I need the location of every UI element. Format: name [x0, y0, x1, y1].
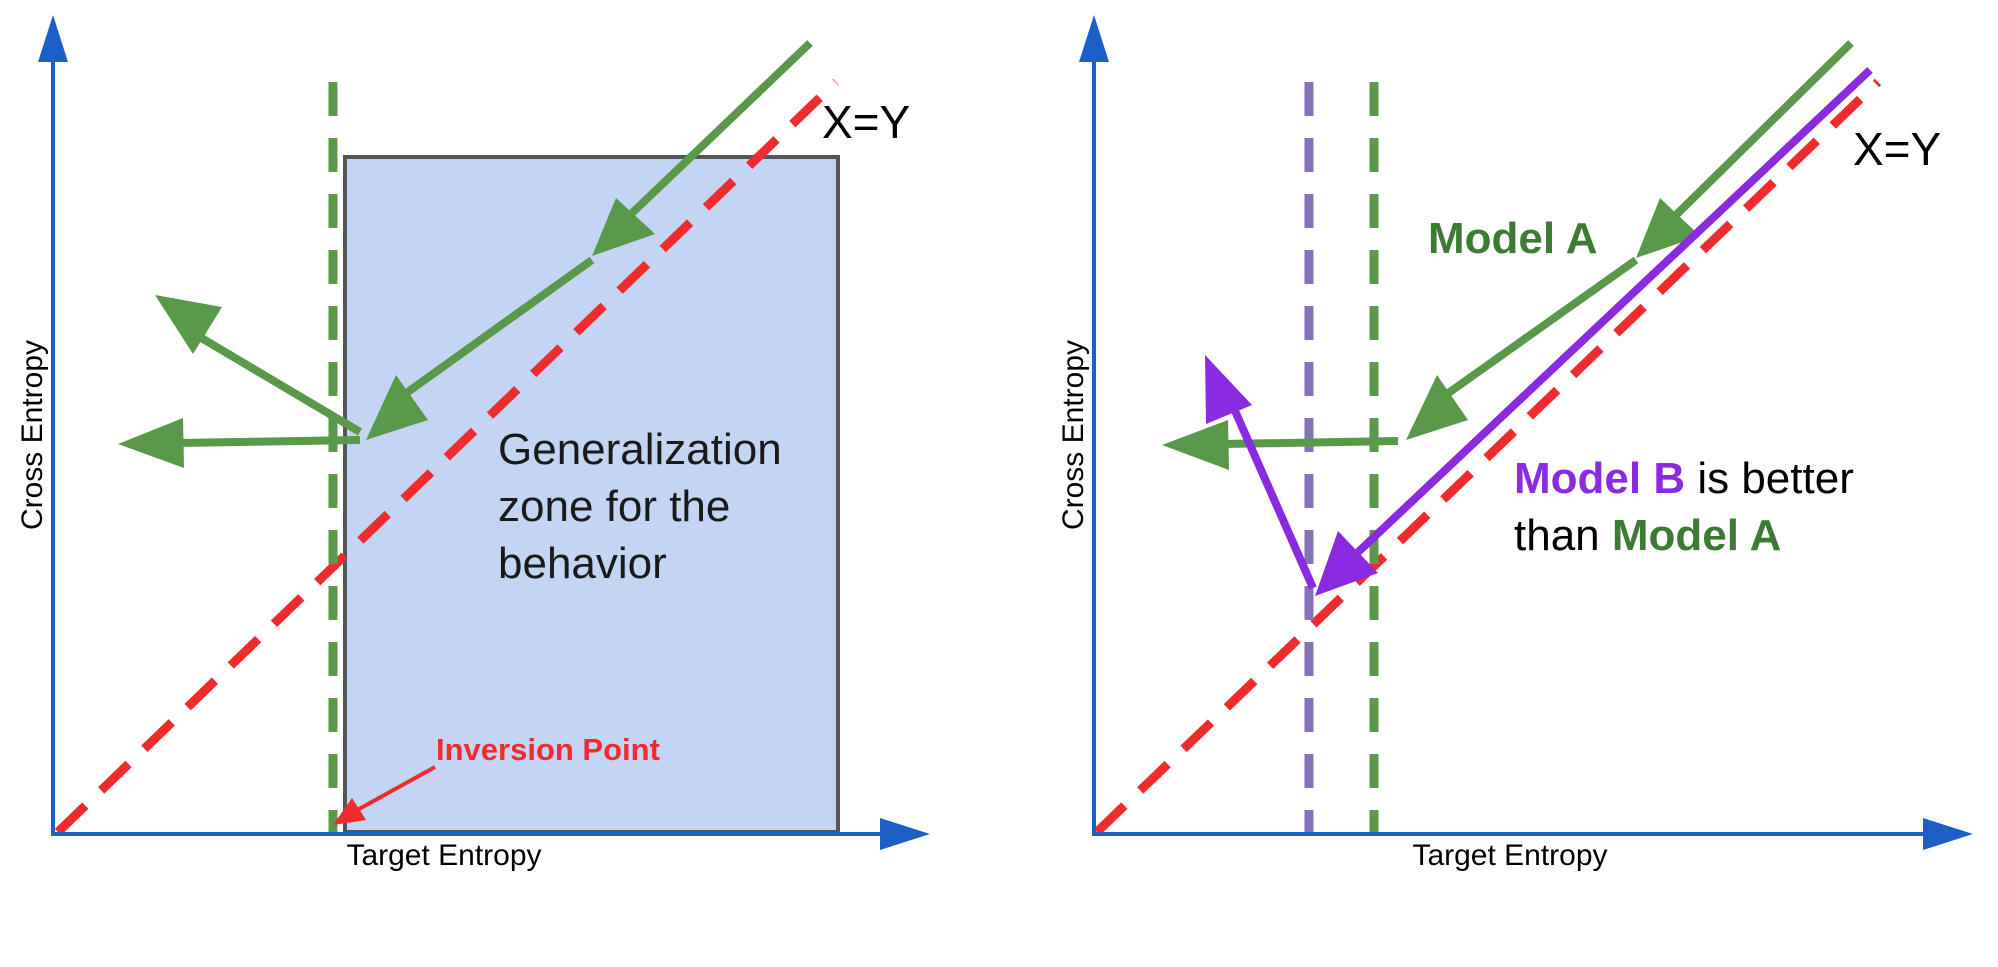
right-green-arrow-2-shaft: [1444, 256, 1639, 398]
right-diagonal-label: X=Y: [1853, 123, 1941, 175]
left-diagonal-line: [54, 78, 840, 836]
inversion-point-label: Inversion Point: [436, 732, 660, 767]
right-green-arrow-3-head: [1162, 420, 1229, 470]
left-x-axis-label: Target Entropy: [346, 839, 541, 872]
right-panel: Cross Entropy Target Entropy X=Y Model A…: [1057, 15, 1973, 872]
right-green-arrow-1-head: [1636, 198, 1700, 258]
left-y-axis-label: Cross Entropy: [16, 340, 49, 530]
right-purple-arrow-1-shaft: [1352, 67, 1873, 558]
comparison-line-1: Model B is better: [1514, 454, 1854, 503]
generalization-zone: [343, 155, 840, 834]
zone-label-line-2: zone for the: [498, 482, 730, 531]
left-green-arrow-1-shaft: [627, 40, 813, 218]
right-purple-arrow-2-head: [1205, 355, 1252, 424]
right-y-axis-label: Cross Entropy: [1057, 340, 1090, 530]
left-green-arrow-3-shaft: [195, 332, 363, 436]
inversion-arrow-shaft: [349, 765, 436, 816]
right-x-axis-arrowhead: [1923, 818, 1973, 850]
comparison-line-2: than Model A: [1514, 511, 1781, 560]
right-green-arrow-1-shaft: [1672, 40, 1854, 219]
comparison-model-b: Model B: [1514, 454, 1685, 503]
inversion-arrow-head: [333, 798, 366, 825]
left-green-arrow-3-head: [155, 295, 222, 354]
left-y-axis-arrowhead: [38, 15, 68, 62]
comparison-than: than: [1514, 511, 1612, 560]
left-x-axis-arrowhead: [880, 818, 930, 850]
left-panel: Cross Entropy Target Entropy X=Y General…: [16, 15, 930, 872]
left-green-arrow-2-shaft: [402, 256, 595, 398]
right-green-arrow-2-head: [1406, 375, 1468, 440]
left-green-arrow-1-head: [592, 198, 655, 256]
left-green-arrow-4-head: [118, 418, 184, 468]
left-green-arrow-4-shaft: [175, 436, 361, 447]
right-purple-arrow-2-shaft: [1228, 402, 1317, 590]
right-y-axis-arrowhead: [1079, 15, 1109, 62]
zone-label-line-1: Generalization: [498, 425, 782, 474]
right-x-axis-label: Target Entropy: [1412, 839, 1607, 872]
left-diagonal-label: X=Y: [822, 96, 910, 148]
comparison-is-better: is better: [1685, 454, 1854, 503]
comparison-model-a: Model A: [1612, 511, 1781, 560]
zone-label-line-3: behavior: [498, 539, 667, 588]
right-purple-arrow-1-head: [1315, 531, 1378, 596]
right-diagonal-line: [1093, 78, 1882, 836]
model-a-label: Model A: [1428, 214, 1597, 263]
left-green-arrow-2-head: [366, 375, 428, 440]
